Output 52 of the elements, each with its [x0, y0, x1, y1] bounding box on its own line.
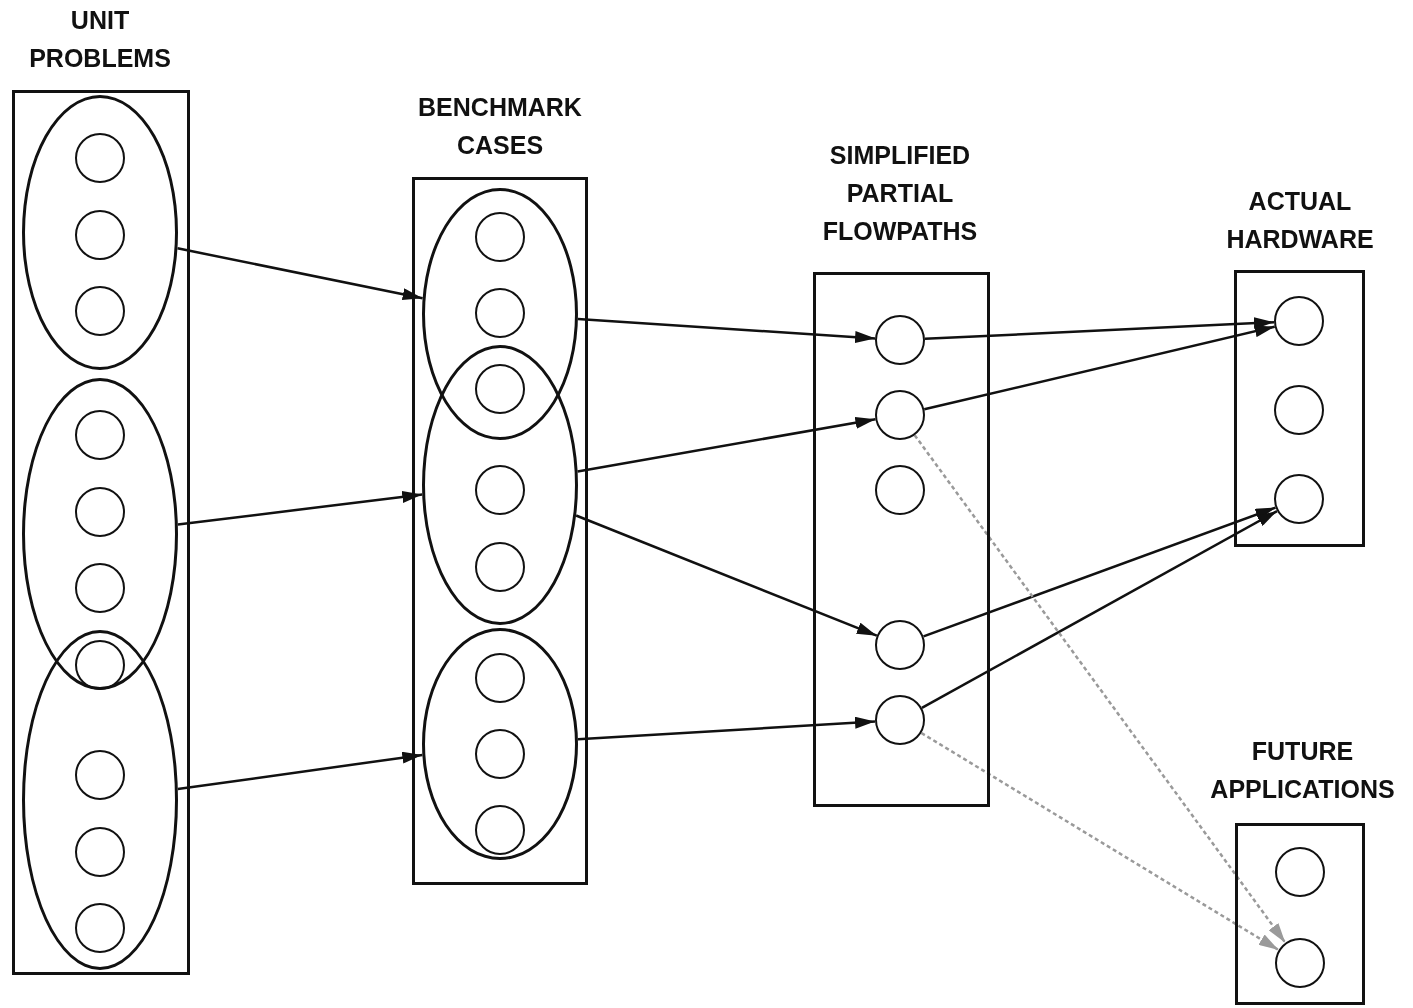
- circle-marker: [875, 465, 925, 515]
- arrow: [177, 491, 423, 526]
- circle-marker: [1274, 385, 1324, 435]
- column-heading: FUTURE APPLICATIONS: [1209, 736, 1396, 805]
- arrow: [913, 434, 1287, 944]
- arrow: [177, 751, 423, 791]
- circle-marker: [75, 827, 125, 877]
- group-ellipse: [22, 95, 178, 370]
- arrow: [921, 510, 1278, 709]
- circle-marker: [475, 542, 525, 592]
- circle-marker: [475, 729, 525, 779]
- column-heading: ACTUAL HARDWARE: [1225, 186, 1375, 255]
- column-heading: BENCHMARK CASES: [417, 92, 583, 161]
- arrow: [577, 716, 876, 741]
- circle-marker: [475, 653, 525, 703]
- arrow: [575, 514, 878, 637]
- circle-marker: [75, 487, 125, 537]
- circle-marker: [75, 903, 125, 953]
- arrow: [920, 731, 1280, 952]
- circle-marker: [1274, 474, 1324, 524]
- circle-marker: [475, 288, 525, 338]
- group-ellipse: [422, 188, 578, 440]
- circle-marker: [875, 695, 925, 745]
- arrow: [577, 416, 876, 473]
- column-heading: UNIT PROBLEMS: [28, 5, 172, 74]
- circle-marker: [875, 390, 925, 440]
- circle-marker: [875, 620, 925, 670]
- circle-marker: [475, 364, 525, 414]
- circle-marker: [75, 286, 125, 336]
- group-ellipse: [422, 345, 578, 625]
- group-ellipse: [22, 378, 178, 690]
- circle-marker: [875, 315, 925, 365]
- circle-marker: [475, 212, 525, 262]
- arrow: [923, 506, 1276, 638]
- circle-marker: [475, 465, 525, 515]
- circle-marker: [1275, 847, 1325, 897]
- arrow: [924, 317, 1275, 341]
- circle-marker: [1274, 296, 1324, 346]
- circle-marker: [75, 210, 125, 260]
- circle-marker: [75, 640, 125, 690]
- circle-marker: [475, 805, 525, 855]
- circle-marker: [75, 410, 125, 460]
- circle-marker: [1275, 938, 1325, 988]
- arrow: [177, 247, 423, 301]
- circle-marker: [75, 133, 125, 183]
- circle-marker: [75, 750, 125, 800]
- group-ellipse: [22, 630, 178, 970]
- circle-marker: [75, 563, 125, 613]
- arrow: [924, 325, 1275, 411]
- column-heading: SIMPLIFIED PARTIAL FLOWPATHS: [821, 140, 979, 247]
- arrow: [577, 317, 876, 344]
- group-ellipse: [422, 628, 578, 860]
